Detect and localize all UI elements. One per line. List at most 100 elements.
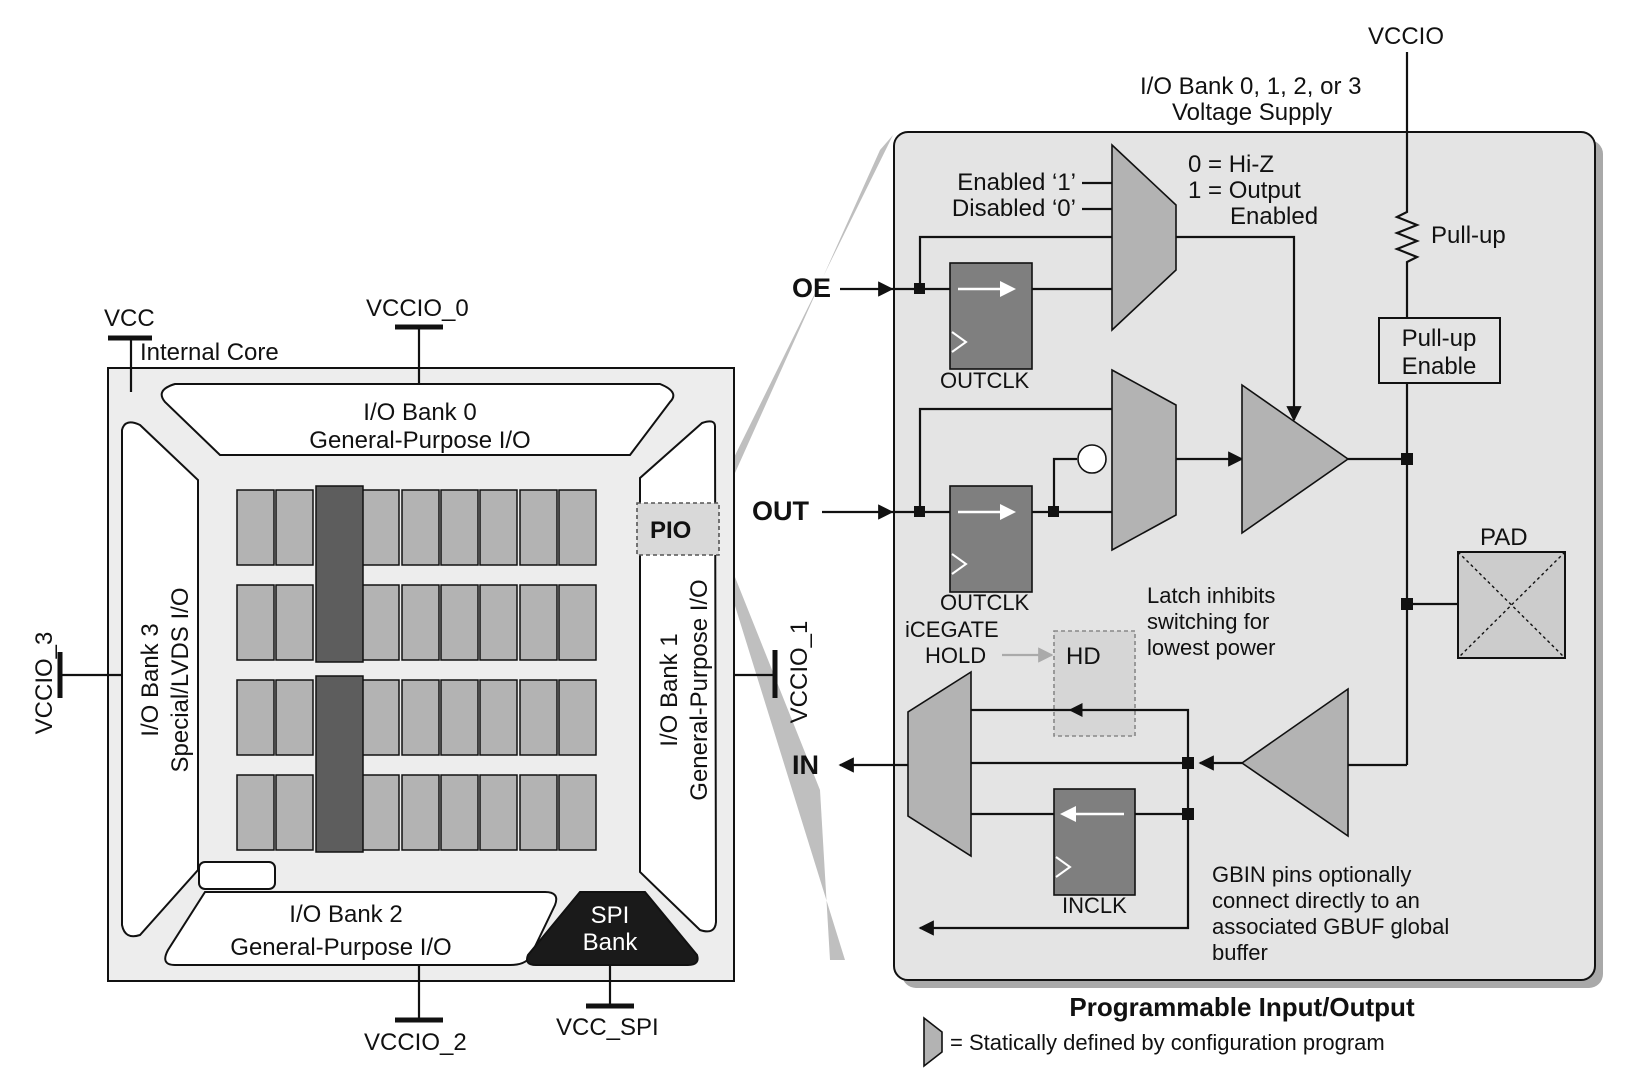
logic-block	[519, 679, 558, 756]
pullup-enable-line1: Pull-up	[1402, 325, 1477, 352]
inclk-label: INCLK	[1062, 893, 1127, 918]
disabled-label: Disabled ‘0’	[952, 195, 1076, 222]
logic-block	[558, 774, 597, 851]
logic-block	[236, 489, 275, 566]
inverter-bubble	[1077, 444, 1107, 474]
logic-block	[558, 584, 597, 661]
logic-block	[236, 774, 275, 851]
logic-block	[275, 489, 314, 566]
logic-block	[236, 584, 275, 661]
icegate-line2: HOLD	[925, 643, 986, 668]
bank0-line2: General-Purpose I/O	[309, 427, 530, 454]
logic-block	[440, 489, 479, 566]
vccio-top-label: VCCIO	[1368, 23, 1444, 50]
logic-block	[479, 584, 518, 661]
bank2-line1: I/O Bank 2	[289, 901, 402, 928]
logic-block	[401, 584, 440, 661]
gbin-note-2: connect directly to an	[1212, 888, 1420, 913]
enabled-label: Enabled ‘1’	[957, 169, 1076, 196]
logic-grid	[236, 485, 597, 853]
hiz-line2: 1 = Output	[1188, 177, 1301, 204]
logic-block	[479, 774, 518, 851]
logic-block	[401, 489, 440, 566]
legend-text: = Statically defined by configuration pr…	[950, 1030, 1385, 1055]
vcc-label: VCC	[104, 305, 155, 332]
logic-block	[275, 774, 314, 851]
detail-title: Programmable Input/Output	[1069, 992, 1415, 1022]
logic-block	[361, 679, 400, 756]
spi-line2: Bank	[583, 929, 639, 956]
latch-note-2: switching for	[1147, 609, 1269, 634]
vccio3-label: VCCIO_3	[31, 632, 58, 735]
vcc-spi-label: VCC_SPI	[556, 1014, 659, 1041]
logic-block	[440, 679, 479, 756]
out-flop	[949, 485, 1033, 593]
logic-block	[236, 679, 275, 756]
bank0-line1: I/O Bank 0	[363, 399, 476, 426]
oe-label: OE	[792, 273, 831, 303]
spi-bank	[526, 891, 699, 966]
logic-block	[519, 489, 558, 566]
memory-column	[315, 675, 364, 853]
hold-latch	[1053, 630, 1136, 737]
logic-block	[275, 679, 314, 756]
oe-mux	[1111, 143, 1177, 332]
logic-block	[401, 774, 440, 851]
logic-block	[440, 584, 479, 661]
logic-block	[361, 489, 400, 566]
bank1-line2: General-Purpose I/O	[686, 579, 713, 800]
logic-block	[401, 679, 440, 756]
logic-block	[519, 774, 558, 851]
logic-block	[558, 489, 597, 566]
io-bank-2	[164, 891, 558, 966]
logic-block	[440, 774, 479, 851]
out-label: OUT	[752, 496, 810, 526]
gbin-note-3: associated GBUF global	[1212, 914, 1449, 939]
bank1-line1: I/O Bank 1	[656, 633, 683, 746]
spi-line1: SPI	[591, 902, 630, 929]
hiz-line3: Enabled	[1230, 203, 1318, 230]
pio-detail: VCCIO I/O Bank 0, 1, 2, or 3 Voltage Sup…	[752, 23, 1603, 1068]
gbin-note-1: GBIN pins optionally	[1212, 862, 1411, 887]
in-flop	[1053, 788, 1136, 896]
logic-block	[361, 584, 400, 661]
latch-note-3: lowest power	[1147, 635, 1275, 660]
logic-block	[275, 584, 314, 661]
in-mux	[907, 670, 972, 858]
bank2-line2: General-Purpose I/O	[230, 934, 451, 961]
outclk-label-2: OUTCLK	[940, 590, 1030, 615]
gbin-note-4: buffer	[1212, 940, 1268, 965]
memory-column	[315, 485, 364, 663]
pio-label: PIO	[650, 517, 691, 544]
pullup-label: Pull-up	[1431, 222, 1506, 249]
in-label: IN	[792, 750, 819, 780]
outclk-label-1: OUTCLK	[940, 368, 1030, 393]
logic-block	[361, 774, 400, 851]
bank3-line2: Special/LVDS I/O	[167, 588, 194, 773]
bank3-line1: I/O Bank 3	[137, 623, 164, 736]
logic-block	[519, 584, 558, 661]
latch-note-1: Latch inhibits	[1147, 583, 1275, 608]
pullup-resistor	[1394, 206, 1420, 318]
hd-label: HD	[1066, 643, 1101, 670]
vccio0-label: VCCIO_0	[366, 295, 469, 322]
pio-box	[636, 502, 720, 556]
pullup-enable-line2: Enable	[1402, 353, 1477, 380]
logic-block	[558, 679, 597, 756]
oe-flop	[949, 262, 1033, 370]
output-buffer	[1241, 383, 1350, 535]
pad-label: PAD	[1480, 524, 1528, 551]
input-buffer	[1240, 687, 1349, 838]
io-bank-0	[160, 383, 675, 456]
zoom-wedge-bottom	[713, 522, 845, 960]
supply-line2: Voltage Supply	[1172, 99, 1332, 126]
icegate-line1: iCEGATE	[905, 617, 999, 642]
chip-overview: VCC Internal Core VCCIO_0 I/O Bank 0 Gen…	[31, 135, 893, 1056]
out-mux	[1111, 368, 1177, 552]
supply-line1: I/O Bank 0, 1, 2, or 3	[1140, 73, 1361, 100]
bram-marker	[198, 861, 276, 890]
logic-block	[479, 679, 518, 756]
logic-block	[479, 489, 518, 566]
hiz-line1: 0 = Hi-Z	[1188, 151, 1274, 178]
